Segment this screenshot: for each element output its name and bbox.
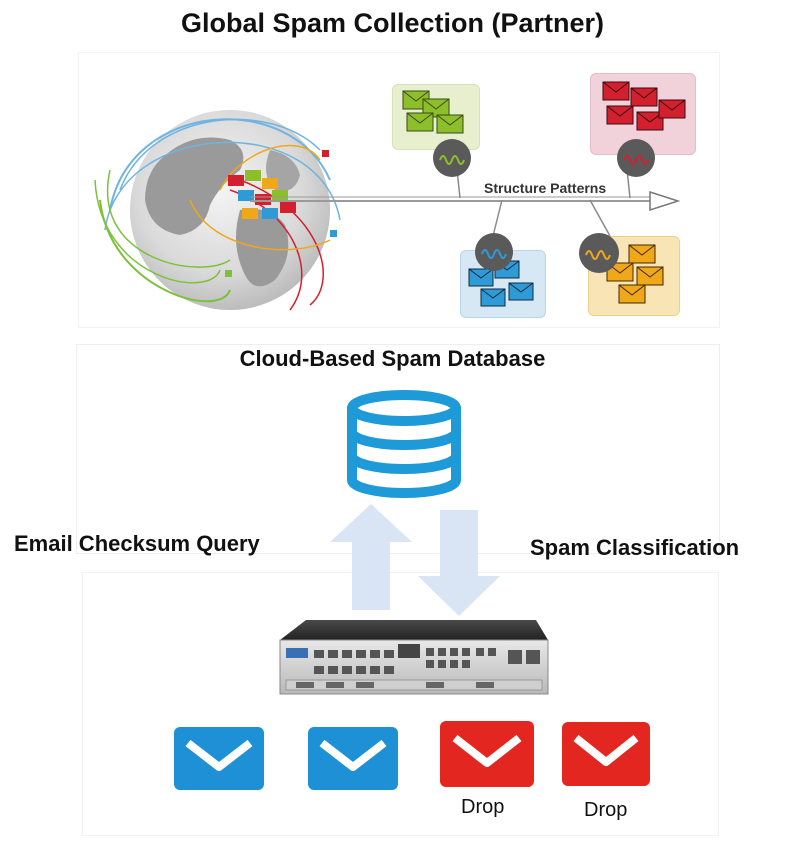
spam-classification-label: Spam Classification (530, 535, 740, 560)
classification-down-arrow (418, 510, 500, 616)
structure-patterns-label: Structure Patterns (484, 180, 607, 196)
page-title: Global Spam Collection (Partner) (180, 8, 605, 38)
email-1-body (174, 727, 264, 790)
globe-icon (94, 110, 341, 311)
drop-label-2: Drop (584, 799, 628, 821)
database-label: Cloud-Based Spam Database (239, 346, 546, 371)
pattern-circle-blue (475, 233, 513, 271)
query-up-arrow (330, 504, 412, 610)
checksum-query-label: Email Checksum Query (14, 531, 260, 556)
drop-label-1: Drop (461, 796, 505, 818)
database-icon (347, 390, 461, 498)
structure-patterns-arrow (250, 190, 680, 212)
cluster-orange (588, 236, 680, 316)
email-icon-1 (174, 727, 264, 790)
cluster-blue (460, 250, 546, 318)
email-icon-4 (562, 722, 650, 786)
email-icon-2 (308, 727, 398, 790)
gateway-appliance-icon (279, 620, 549, 695)
email-icon-3 (440, 721, 534, 787)
cluster-green (392, 84, 480, 150)
gateway-panel (82, 572, 719, 836)
pattern-circle-green (433, 139, 471, 177)
pattern-circle-orange (579, 233, 619, 273)
pattern-circle-red (617, 139, 655, 177)
